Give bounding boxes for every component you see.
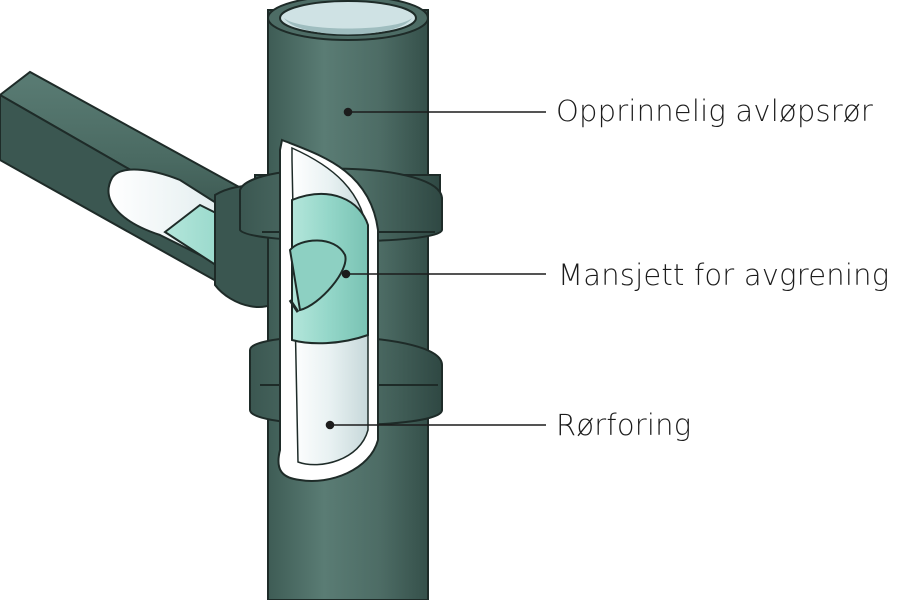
cutaway [277,138,379,482]
label-original-pipe: Opprinnelig avløpsrør [556,94,873,128]
label-pipe-liner: Rørforing [556,408,692,442]
leader-lines [325,107,546,430]
label-branch-sleeve: Mansjett for avgrening [558,258,890,292]
